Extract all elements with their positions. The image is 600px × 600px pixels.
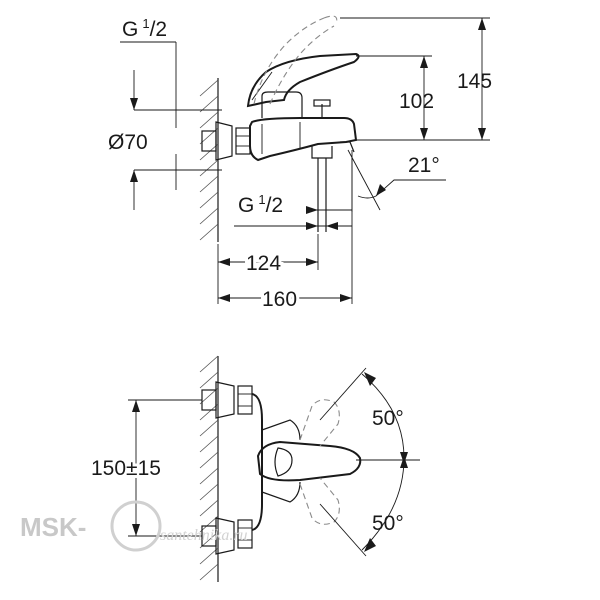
angle-21-label: 21°	[408, 154, 440, 177]
front-view: 50° 50° 150±15	[88, 355, 420, 582]
wall-front	[199, 355, 219, 582]
dim-diameter: Ø70	[108, 70, 222, 210]
body-front	[251, 393, 362, 531]
center-distance-label: 150±15	[91, 457, 161, 480]
watermark-logo	[110, 500, 162, 552]
height-145-label: 145	[457, 70, 492, 93]
wall-side	[199, 78, 219, 242]
wall-connector	[201, 121, 251, 161]
dim-angle: 21°	[347, 149, 446, 212]
lever-ghost-up	[299, 399, 340, 447]
angle-up-label: 50°	[372, 407, 404, 430]
watermark: MSK- santehnika.ru	[20, 500, 248, 552]
watermark-small: santehnika.ru	[160, 527, 248, 544]
diameter-label: Ø70	[108, 131, 148, 154]
angle-down-label: 50°	[372, 512, 404, 535]
dim-heights: 102 145	[340, 17, 492, 141]
connector-upper	[201, 381, 253, 419]
dim-length-124: 124	[217, 234, 319, 304]
height-102-label: 102	[399, 90, 434, 113]
dim-center-distance: 150±15	[88, 399, 202, 537]
lever-ghost	[253, 15, 338, 105]
watermark-brand: MSK-	[20, 512, 86, 542]
dim-angle-arcs: 50° 50°	[319, 367, 420, 557]
dim-length-160: 160	[218, 158, 353, 314]
lever-ghost-down	[299, 477, 340, 525]
length-160-label: 160	[262, 288, 297, 311]
length-124-label: 124	[246, 252, 281, 275]
